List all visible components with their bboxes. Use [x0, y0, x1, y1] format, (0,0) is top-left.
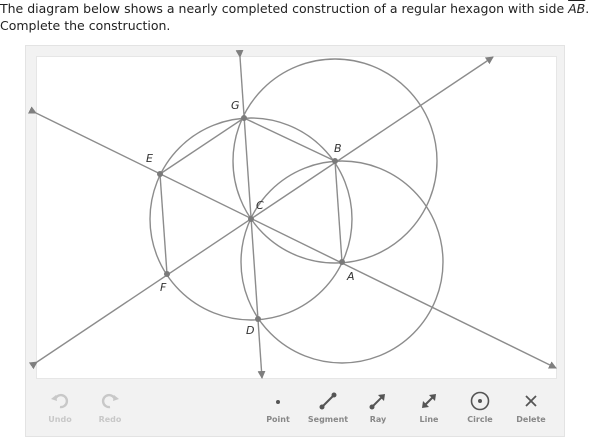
label-g: G	[231, 99, 240, 112]
line-tool-button[interactable]: Line	[403, 391, 455, 424]
prompt-line-1: The diagram below shows a nearly complet…	[0, 1, 590, 16]
point-g[interactable]	[241, 115, 247, 121]
construction-toolbar: Undo Redo Point Segment Ray Line Circle …	[26, 383, 564, 435]
circle-tool-button[interactable]: Circle	[454, 391, 506, 424]
segment-ef[interactable]	[159, 173, 168, 275]
prompt-line-2: Complete the construction.	[0, 18, 171, 33]
point-b[interactable]	[332, 158, 338, 164]
line-ec-a[interactable]	[27, 106, 557, 369]
segment-tool-button[interactable]: Segment	[302, 391, 354, 424]
segment-ab-label: AB	[568, 1, 586, 16]
point-f[interactable]	[164, 271, 170, 277]
label-f: F	[160, 281, 167, 294]
point-d[interactable]	[255, 316, 261, 322]
delete-tool-button[interactable]: Delete	[505, 391, 557, 424]
segment-icon	[319, 392, 337, 410]
points-layer	[157, 115, 345, 322]
point-a[interactable]	[339, 259, 345, 265]
point-tool-button[interactable]: Point	[252, 391, 304, 424]
point-e[interactable]	[157, 171, 163, 177]
redo-button[interactable]: Redo	[84, 391, 136, 424]
ray-icon	[369, 394, 385, 410]
point-c[interactable]	[248, 216, 254, 222]
label-b: B	[334, 142, 342, 155]
ray-tool-button[interactable]: Ray	[352, 391, 404, 424]
undo-icon	[51, 393, 69, 409]
label-d: D	[246, 324, 255, 337]
redo-icon	[101, 393, 119, 409]
undo-button[interactable]: Undo	[34, 391, 86, 424]
label-c: C	[256, 199, 264, 212]
point-icon	[276, 400, 280, 404]
label-a: A	[347, 270, 355, 283]
question-prompt: The diagram below shows a nearly complet…	[0, 0, 600, 34]
line-icon	[422, 394, 436, 408]
segment-ab[interactable]	[334, 160, 343, 263]
label-e: E	[146, 152, 153, 165]
close-icon	[525, 395, 537, 407]
segment-ge[interactable]	[159, 117, 245, 175]
circle-icon	[470, 391, 490, 411]
segment-bg[interactable]	[243, 117, 336, 162]
